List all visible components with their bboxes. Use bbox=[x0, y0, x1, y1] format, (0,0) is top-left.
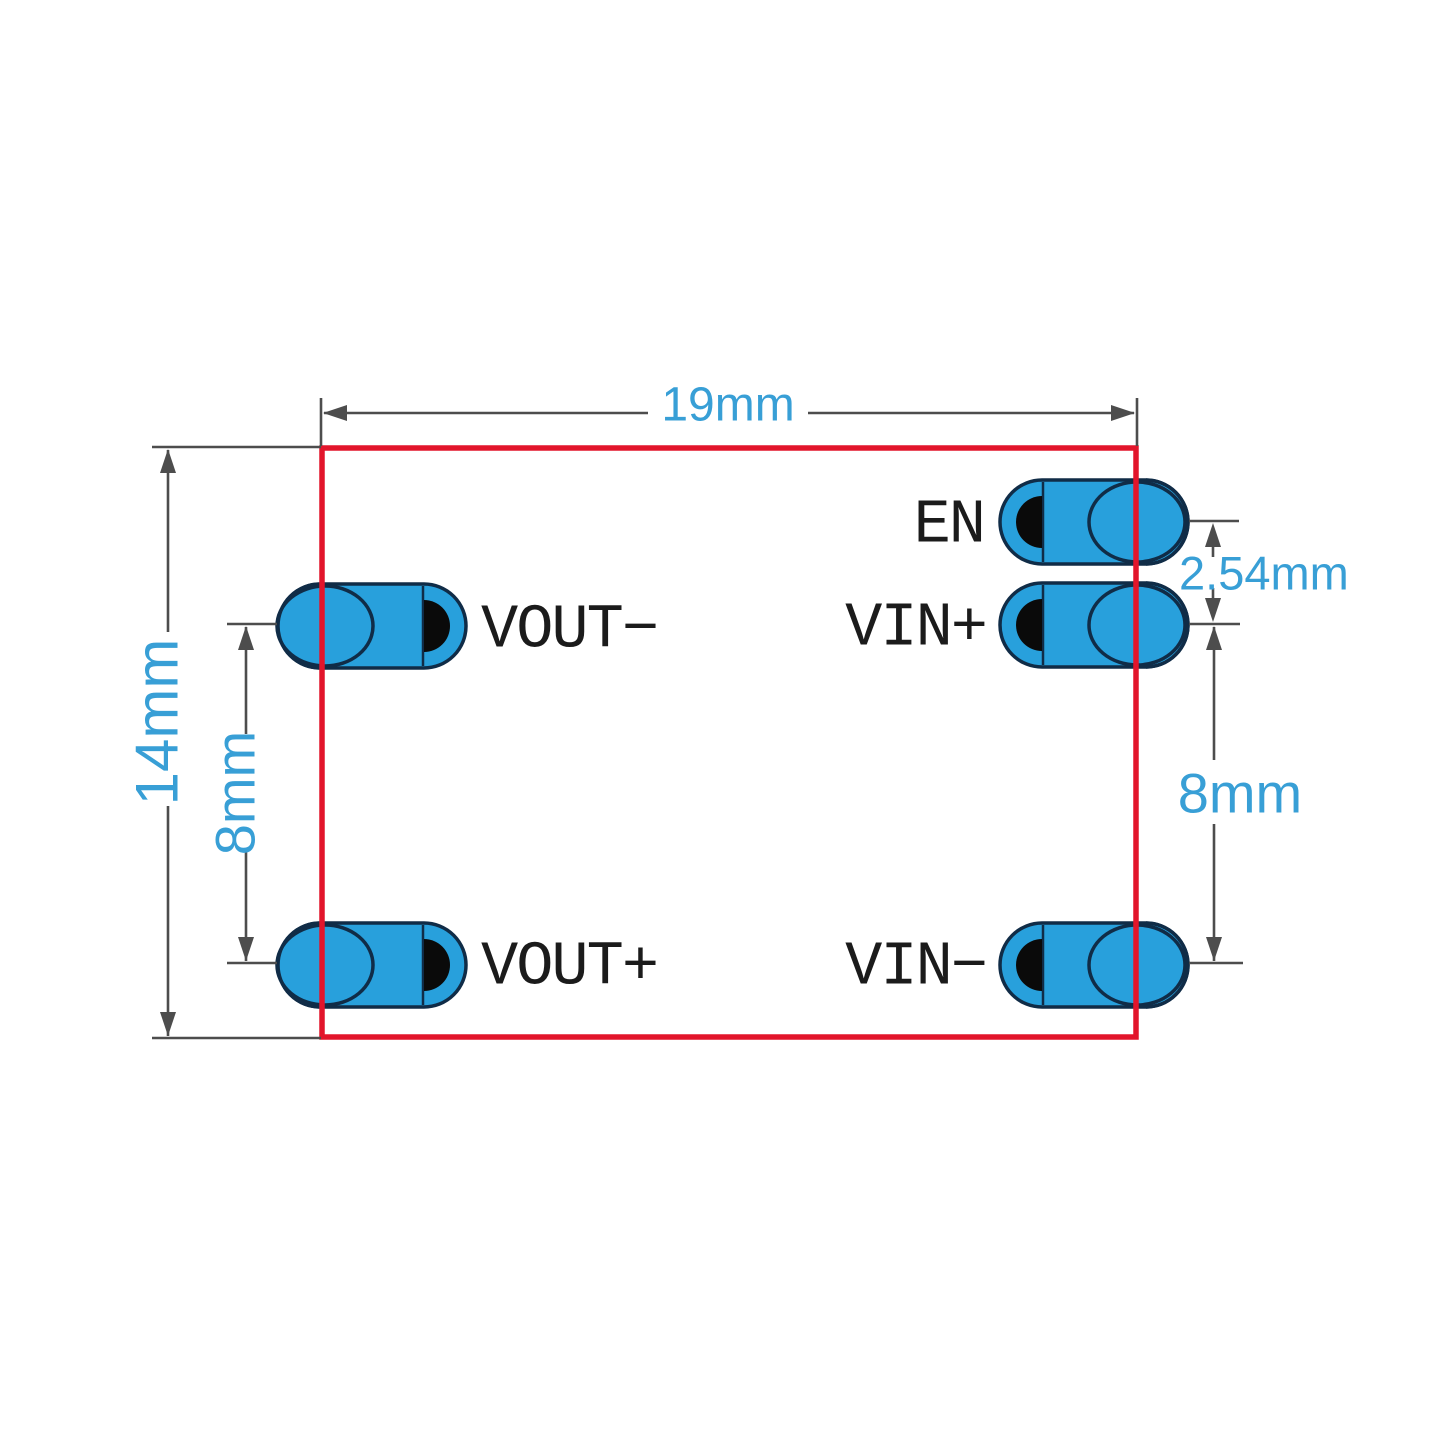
arrow-up-icon bbox=[238, 626, 254, 650]
pad-overlap-arc bbox=[276, 921, 321, 1009]
dim-label-en-to-vin-spacing: 2.54mm bbox=[1179, 547, 1349, 600]
arrow-down-icon bbox=[160, 1012, 176, 1036]
pad-end-ellipse bbox=[275, 584, 375, 668]
dim-board-height: 14mm bbox=[124, 445, 321, 1040]
pad-vin-plus bbox=[998, 581, 1190, 669]
arrow-down-icon bbox=[238, 937, 254, 961]
board-outline bbox=[319, 445, 1139, 1040]
pin-label-vout-plus: VOUT+ bbox=[481, 932, 657, 1003]
pad-en bbox=[998, 478, 1190, 566]
pad-hole bbox=[424, 939, 450, 991]
dim-right-pin-spacing: 8mm bbox=[1178, 626, 1302, 965]
pad-hole bbox=[1016, 599, 1042, 651]
pad-overlap-arc bbox=[1145, 478, 1190, 566]
pad-end-ellipse bbox=[275, 923, 375, 1007]
arrow-left-icon bbox=[323, 405, 347, 421]
arrow-down-icon bbox=[1206, 937, 1222, 961]
arrow-up-icon bbox=[1205, 523, 1221, 547]
dim-board-width: 19mm bbox=[319, 379, 1139, 446]
pad-vin-minus bbox=[998, 921, 1190, 1009]
pad-overlap-arc bbox=[1145, 921, 1190, 1009]
pad-hole bbox=[1016, 939, 1042, 991]
dim-label-right-pin-spacing: 8mm bbox=[1178, 762, 1302, 825]
pin-label-en: EN bbox=[914, 490, 984, 561]
pin-label-vout-minus: VOUT− bbox=[481, 595, 657, 666]
dim-left-pin-spacing: 8mm bbox=[204, 622, 277, 965]
dim-en-to-vin-spacing: 2.54mm bbox=[1179, 519, 1349, 626]
pad-vout-plus bbox=[275, 921, 468, 1009]
arrow-up-icon bbox=[160, 449, 176, 473]
arrow-up-icon bbox=[1206, 626, 1222, 650]
pin-label-vin-plus: VIN+ bbox=[845, 593, 986, 664]
dim-label-left-pin-spacing: 8mm bbox=[204, 731, 267, 855]
pad-hole bbox=[1016, 496, 1042, 548]
arrow-right-icon bbox=[1111, 405, 1135, 421]
arrow-down-icon bbox=[1205, 598, 1221, 622]
pad-vout-minus bbox=[275, 582, 468, 670]
pad-overlap-arc bbox=[276, 582, 321, 670]
dim-label-board-height: 14mm bbox=[124, 639, 191, 806]
pad-hole bbox=[424, 600, 450, 652]
dim-label-board-width: 19mm bbox=[661, 379, 794, 432]
pad-overlap-arc bbox=[1145, 581, 1190, 669]
pin-label-vin-minus: VIN− bbox=[845, 932, 986, 1003]
